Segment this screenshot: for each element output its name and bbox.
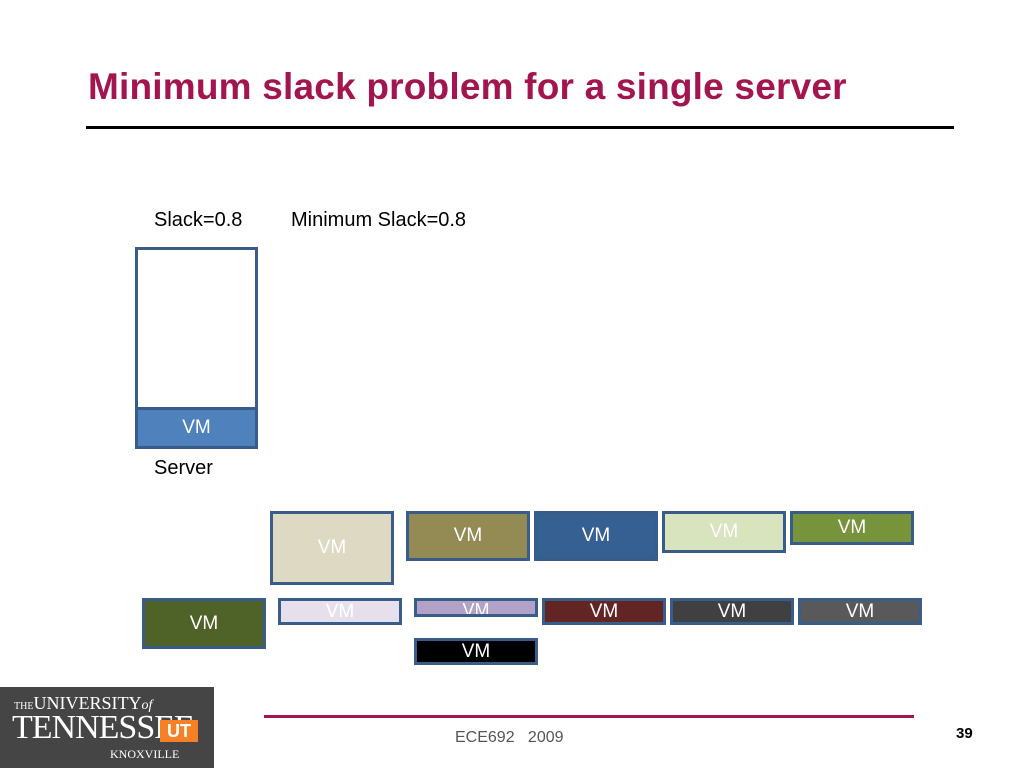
vm-block: VM bbox=[670, 598, 794, 625]
logo-the: THE bbox=[14, 701, 34, 712]
vm-block: VM bbox=[270, 511, 394, 585]
logo-of: of bbox=[141, 698, 153, 713]
footer-divider bbox=[264, 715, 914, 718]
university-logo: THEUNIVERSITYof TENNESSEE UT KNOXVILLE bbox=[0, 687, 214, 768]
vm-block: VM bbox=[542, 598, 666, 625]
slack-label: Slack=0.8 bbox=[154, 209, 243, 231]
logo-knoxville: KNOXVILLE bbox=[110, 747, 180, 761]
server-vm: VM bbox=[135, 407, 258, 449]
vm-block: VM bbox=[142, 598, 266, 649]
logo-ut-mark: UT bbox=[160, 720, 198, 742]
vm-block: VM bbox=[798, 598, 922, 625]
vm-block: VM bbox=[414, 638, 538, 665]
logo-university: UNIVERSITY bbox=[33, 693, 142, 713]
vm-block: VM bbox=[278, 598, 402, 625]
vm-block: VM bbox=[406, 511, 530, 561]
footer-course: ECE692 2009 bbox=[455, 729, 564, 746]
vm-block: VM bbox=[790, 511, 914, 545]
title-divider bbox=[86, 126, 954, 129]
vm-block: VM bbox=[662, 511, 786, 553]
slide-title: Minimum slack problem for a single serve… bbox=[88, 66, 847, 107]
page-number: 39 bbox=[956, 725, 973, 742]
server-label: Server bbox=[154, 457, 213, 479]
vm-block: VM bbox=[534, 511, 658, 561]
vm-block: VM bbox=[414, 598, 538, 617]
minimum-slack-label: Minimum Slack=0.8 bbox=[291, 209, 467, 231]
